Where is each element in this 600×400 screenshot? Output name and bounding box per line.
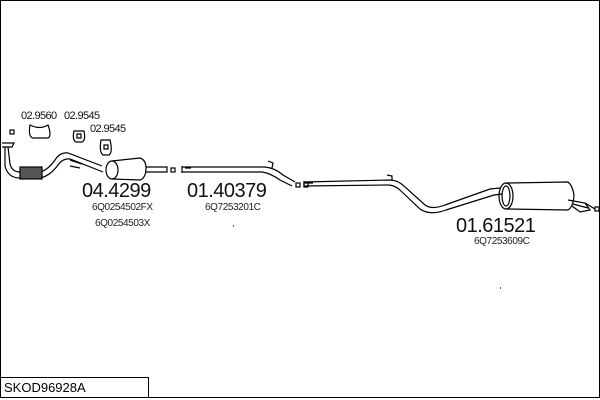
connector-icon [295, 182, 301, 188]
clamp-02-9560-icon [28, 124, 51, 139]
middle-pipe [181, 160, 296, 187]
clamp-label: 02.9545 [90, 123, 126, 135]
connector-icon [594, 206, 600, 212]
diagram-code-label: SKOD96928A [0, 377, 149, 397]
oe-number: 6Q7253609C [474, 236, 530, 247]
part-number: 01.61521 [456, 215, 536, 237]
part-number: 01.40379 [187, 180, 267, 202]
clamp-02-9545-icon [99, 139, 112, 156]
part-number: 04.4299 [82, 180, 151, 202]
clamp-02-9545-icon [72, 130, 86, 143]
clamp-label: 02.9560 [21, 110, 57, 122]
oe-number: 6Q0254503X [95, 218, 150, 229]
oe-number: 6Q0254502FX [92, 202, 153, 213]
connector-icon [9, 129, 15, 135]
clamp-label: 02.9545 [64, 110, 100, 122]
connector-icon [170, 167, 176, 173]
oe-number: 6Q7253201C [205, 202, 261, 213]
front-pipe-catalyst [2, 142, 168, 181]
dot-mark [233, 225, 501, 289]
rear-section [303, 174, 596, 214]
